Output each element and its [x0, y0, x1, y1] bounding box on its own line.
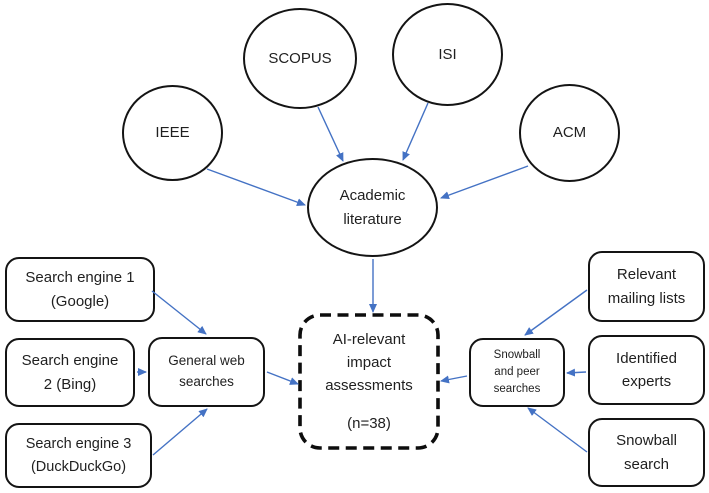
center-label-line1: AI-relevant [332, 330, 406, 348]
node-scopus-circle: SCOPUS [243, 8, 357, 109]
academic-label-line1: Academic [339, 187, 406, 205]
arrow-search1-to-web [151, 290, 207, 335]
web-label-line1: General web [168, 353, 245, 369]
node-isi-circle: ISI [392, 3, 503, 106]
snowball-peer-label-line2: and peer [494, 365, 540, 378]
center-count-label: (n=38) [347, 415, 391, 433]
center-label-line2: impact [346, 353, 392, 371]
snowball-search-label-line1: Snowball [616, 432, 677, 450]
arrow-acm-to-academic [440, 165, 529, 199]
experts-label-line1: Identified [616, 349, 677, 367]
experts-label-line2: experts [621, 373, 672, 390]
node-search-engine-2: Search engine 2 (Bing) [5, 338, 135, 407]
arrow-ieee-to-academic [206, 168, 306, 206]
search1-label-line1: Search engine 1 [25, 269, 135, 287]
search1-label-line2: (Google) [50, 292, 110, 310]
node-general-web-searches: General web searches [148, 337, 265, 407]
arrow-mailing-to-snowball [524, 289, 588, 336]
node-ieee-label: IEEE [155, 124, 190, 142]
snowball-peer-label-line1: Snowball [493, 348, 541, 361]
arrow-snowball-to-center [440, 375, 468, 384]
center-label-line3: assessments [325, 377, 413, 394]
node-ai-relevant-assessments: AI-relevant impact assessments (n=38) [300, 315, 438, 448]
arrow-scopus-to-academic [317, 106, 344, 162]
node-relevant-mailing-lists: Relevant mailing lists [588, 251, 705, 322]
search2-label-line2: 2 (Bing) [43, 375, 97, 393]
node-snowball-and-peer-searches: Snowball and peer searches [469, 338, 565, 407]
node-snowball-search: Snowball search [588, 418, 705, 487]
mailing-label-line2: mailing lists [607, 289, 686, 307]
node-search-engine-1: Search engine 1 (Google) [5, 257, 155, 322]
search2-label-line1: Search engine [21, 352, 119, 370]
node-academic-literature: Academic literature [307, 158, 438, 257]
snowball-peer-label-line3: searches [493, 383, 541, 396]
arrow-isi-to-academic [402, 102, 429, 161]
node-identified-experts: Identified experts [588, 335, 705, 405]
academic-label-line2: literature [343, 210, 402, 228]
node-ieee-circle: IEEE [122, 85, 223, 181]
web-label-line2: searches [179, 374, 234, 389]
arrow-snowball-search-to-snowball [527, 407, 588, 453]
mailing-label-line1: Relevant [616, 266, 677, 284]
node-acm-circle: ACM [519, 84, 620, 182]
search3-label-line2: (DuckDuckGo) [30, 458, 127, 475]
node-acm-label: ACM [552, 124, 587, 142]
arrow-search3-to-web [152, 408, 208, 456]
node-isi-label: ISI [438, 45, 457, 63]
node-scopus-label: SCOPUS [268, 49, 332, 67]
arrow-experts-to-snowball [566, 368, 587, 377]
arrow-web-to-center [266, 371, 299, 385]
search3-label-line1: Search engine 3 [25, 436, 132, 453]
node-search-engine-3: Search engine 3 (DuckDuckGo) [5, 423, 152, 488]
snowball-search-label-line2: search [623, 455, 670, 473]
